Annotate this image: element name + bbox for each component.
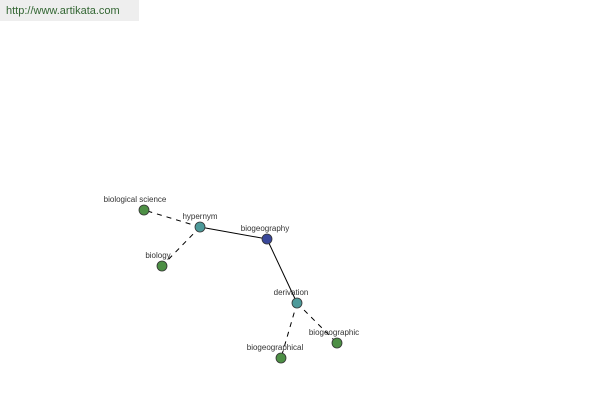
node-label-biological-science[interactable]: biological science: [104, 195, 167, 204]
node-label-hypernym[interactable]: hypernym: [182, 212, 217, 221]
labels-layer: biogeography hypernym derivation biological…: [104, 195, 359, 352]
node-label-biogeographical[interactable]: biogeographical: [247, 343, 304, 352]
edge-hypernym-biology: [161, 226, 201, 267]
node-biological-science[interactable]: [138, 204, 150, 216]
node-biology[interactable]: [156, 260, 168, 272]
node-label-biogeographic[interactable]: biogeographic: [309, 328, 359, 337]
node-biogeographical[interactable]: [275, 352, 287, 364]
nodes-layer: [138, 204, 343, 364]
site-url-banner[interactable]: http://www.artikata.com: [0, 0, 139, 21]
node-derivation[interactable]: [291, 297, 303, 309]
node-label-biology[interactable]: biology: [145, 251, 170, 260]
edge-derivation-biogeographic: [296, 302, 338, 344]
edge-biogeography-derivation: [266, 238, 298, 304]
node-label-biogeography[interactable]: biogeography: [241, 224, 289, 233]
node-hypernym[interactable]: [194, 221, 206, 233]
node-label-derivation[interactable]: derivation: [274, 288, 309, 297]
node-biogeographic[interactable]: [331, 337, 343, 349]
edges-layer: [143, 209, 338, 359]
edge-biogeography-hypernym: [199, 226, 268, 240]
node-biogeography[interactable]: [261, 233, 273, 245]
